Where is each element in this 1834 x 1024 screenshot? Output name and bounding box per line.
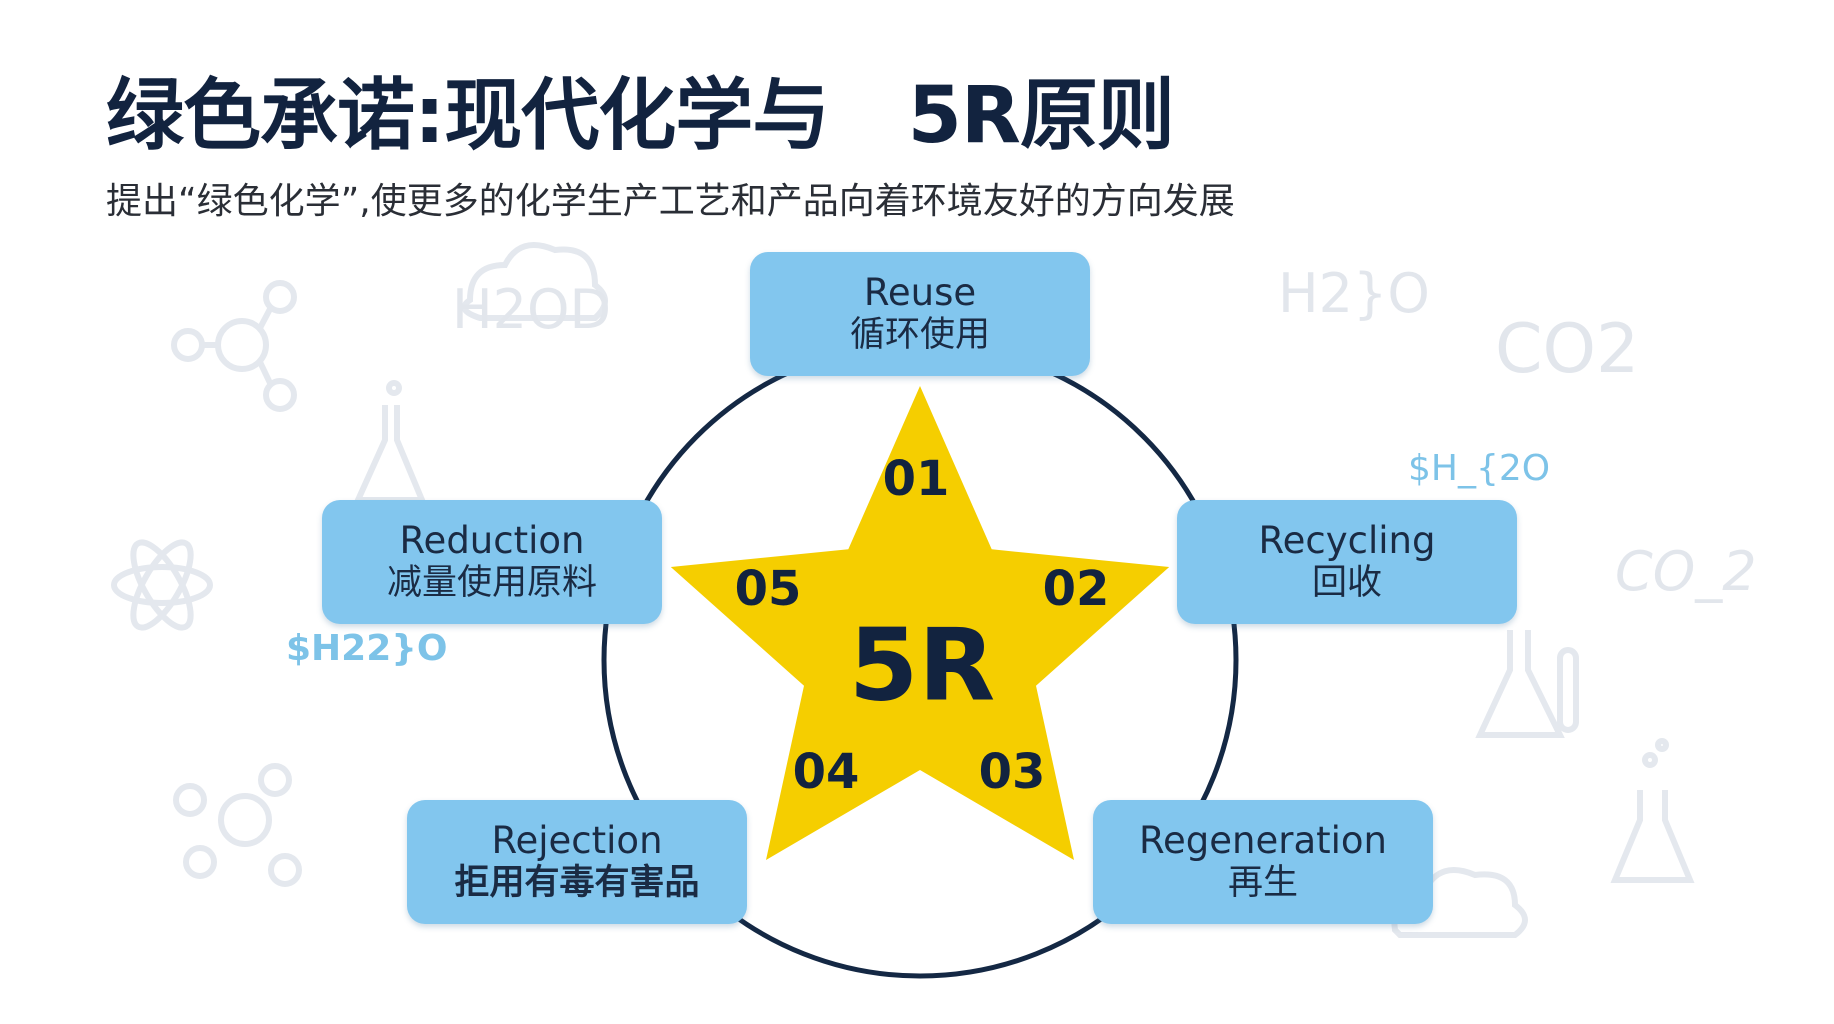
principle-en-label: Regeneration bbox=[1138, 818, 1388, 862]
star-number-02: 02 bbox=[1043, 561, 1110, 617]
watermark-formula: CO2 bbox=[1495, 310, 1640, 389]
principle-zh-label: 循环使用 bbox=[849, 315, 990, 356]
principle-zh-label: 减量使用原料 bbox=[386, 563, 597, 604]
cloud-icon bbox=[461, 242, 608, 321]
molecule-icon-2 bbox=[173, 763, 302, 887]
atom-icon bbox=[111, 539, 213, 631]
center-label: 5R bbox=[849, 606, 996, 723]
principle-en-label: Reuse bbox=[863, 270, 977, 314]
star-number-05: 05 bbox=[735, 561, 802, 617]
page-subtitle: 提出“绿色化学”,使更多的化学生产工艺和产品向着环境友好的方向发展 bbox=[106, 181, 1235, 222]
principle-zh-label: 回收 bbox=[1311, 563, 1382, 604]
formula-label: $H22}O bbox=[286, 628, 448, 669]
principle-box-rejection: Rejection 拒用有毒有害品 bbox=[407, 800, 747, 924]
star-number-03: 03 bbox=[979, 744, 1046, 800]
watermark-formula: CO_2 bbox=[1615, 540, 1757, 603]
flask-icon-2 bbox=[1475, 630, 1579, 738]
principle-box-reduction: Reduction 减量使用原料 bbox=[322, 500, 662, 624]
formula-label: $H_{2O bbox=[1408, 448, 1551, 489]
star-shape bbox=[670, 386, 1170, 860]
molecule-icon bbox=[171, 280, 297, 412]
principle-zh-label: 再生 bbox=[1227, 863, 1298, 904]
principle-en-label: Reduction bbox=[399, 518, 585, 562]
page-title: 绿色承诺:现代化学与 5R原则 bbox=[106, 71, 1175, 161]
principle-box-regeneration: Regeneration 再生 bbox=[1093, 800, 1433, 924]
principle-en-label: Recycling bbox=[1258, 518, 1436, 562]
flask-icon-3 bbox=[1610, 738, 1695, 883]
principle-en-label: Rejection bbox=[491, 818, 663, 862]
principle-zh-label: 拒用有毒有害品 bbox=[454, 863, 700, 904]
star-number-04: 04 bbox=[793, 744, 860, 800]
principle-box-recycling: Recycling 回收 bbox=[1177, 500, 1517, 624]
watermark-formula: H2OD bbox=[452, 278, 612, 341]
watermark-formula: H2}O bbox=[1278, 262, 1430, 325]
star-number-01: 01 bbox=[883, 451, 950, 507]
principle-box-reuse: Reuse 循环使用 bbox=[750, 252, 1090, 376]
